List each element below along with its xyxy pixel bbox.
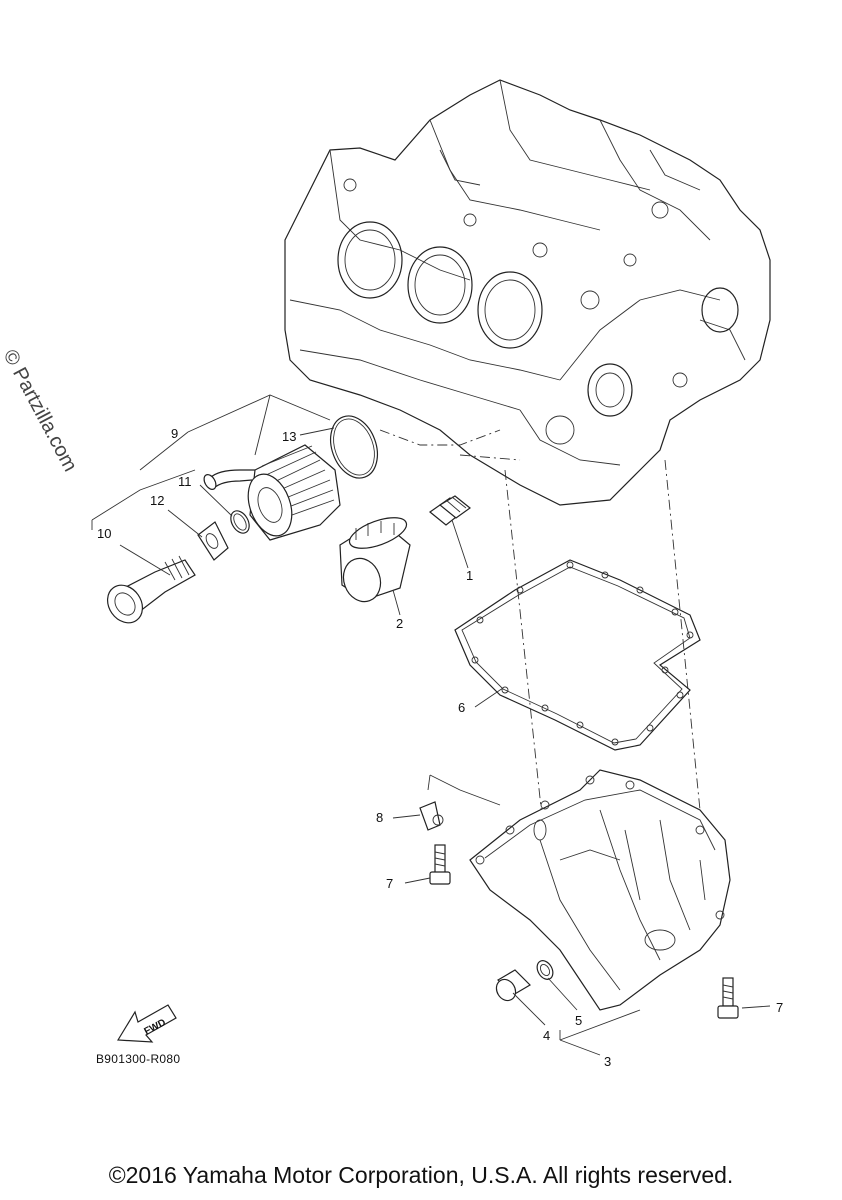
part-6-gasket xyxy=(454,559,701,751)
callout-8: 8 xyxy=(376,810,383,825)
part-11-o-ring xyxy=(230,510,250,534)
callout-labels: 1 2 3 4 5 6 7 7 8 9 10 11 12 13 xyxy=(97,426,783,1069)
part-3-oil-pan xyxy=(427,769,731,1011)
part-10-union-bolt xyxy=(106,555,196,624)
part-8-clamp xyxy=(419,801,444,831)
callout-7-left: 7 xyxy=(386,876,393,891)
callout-10: 10 xyxy=(97,526,111,541)
part-7-bolt-right xyxy=(717,977,739,1019)
callout-6: 6 xyxy=(458,700,465,715)
part-13-o-ring xyxy=(330,415,378,479)
part-7-bolt-left xyxy=(429,844,451,885)
copyright-notice: ©2016 Yamaha Motor Corporation, U.S.A. A… xyxy=(108,1162,734,1188)
callout-2: 2 xyxy=(396,616,403,631)
part-12-washer xyxy=(197,521,229,561)
alignment-lines xyxy=(379,429,713,931)
callout-12: 12 xyxy=(150,493,164,508)
callout-7-right: 7 xyxy=(776,1000,783,1015)
part-1-fitting xyxy=(429,495,471,526)
engine-block xyxy=(284,79,771,506)
callout-11: 11 xyxy=(178,474,192,489)
callout-1: 1 xyxy=(466,568,473,583)
callout-9: 9 xyxy=(171,426,178,441)
callout-13: 13 xyxy=(282,429,296,444)
part-4-drain-bolt xyxy=(495,969,531,1002)
leader-lines xyxy=(91,394,771,1056)
part-5-gasket-washer xyxy=(536,960,554,980)
fwd-arrow-icon: FWD xyxy=(116,1004,177,1043)
part-2-oil-filter xyxy=(339,517,411,603)
diagram-code: B901300-R080 xyxy=(96,1052,181,1066)
part-9-oil-cooler xyxy=(203,444,341,541)
callout-4: 4 xyxy=(543,1028,550,1043)
callout-3: 3 xyxy=(604,1054,611,1069)
callout-5: 5 xyxy=(575,1013,582,1028)
